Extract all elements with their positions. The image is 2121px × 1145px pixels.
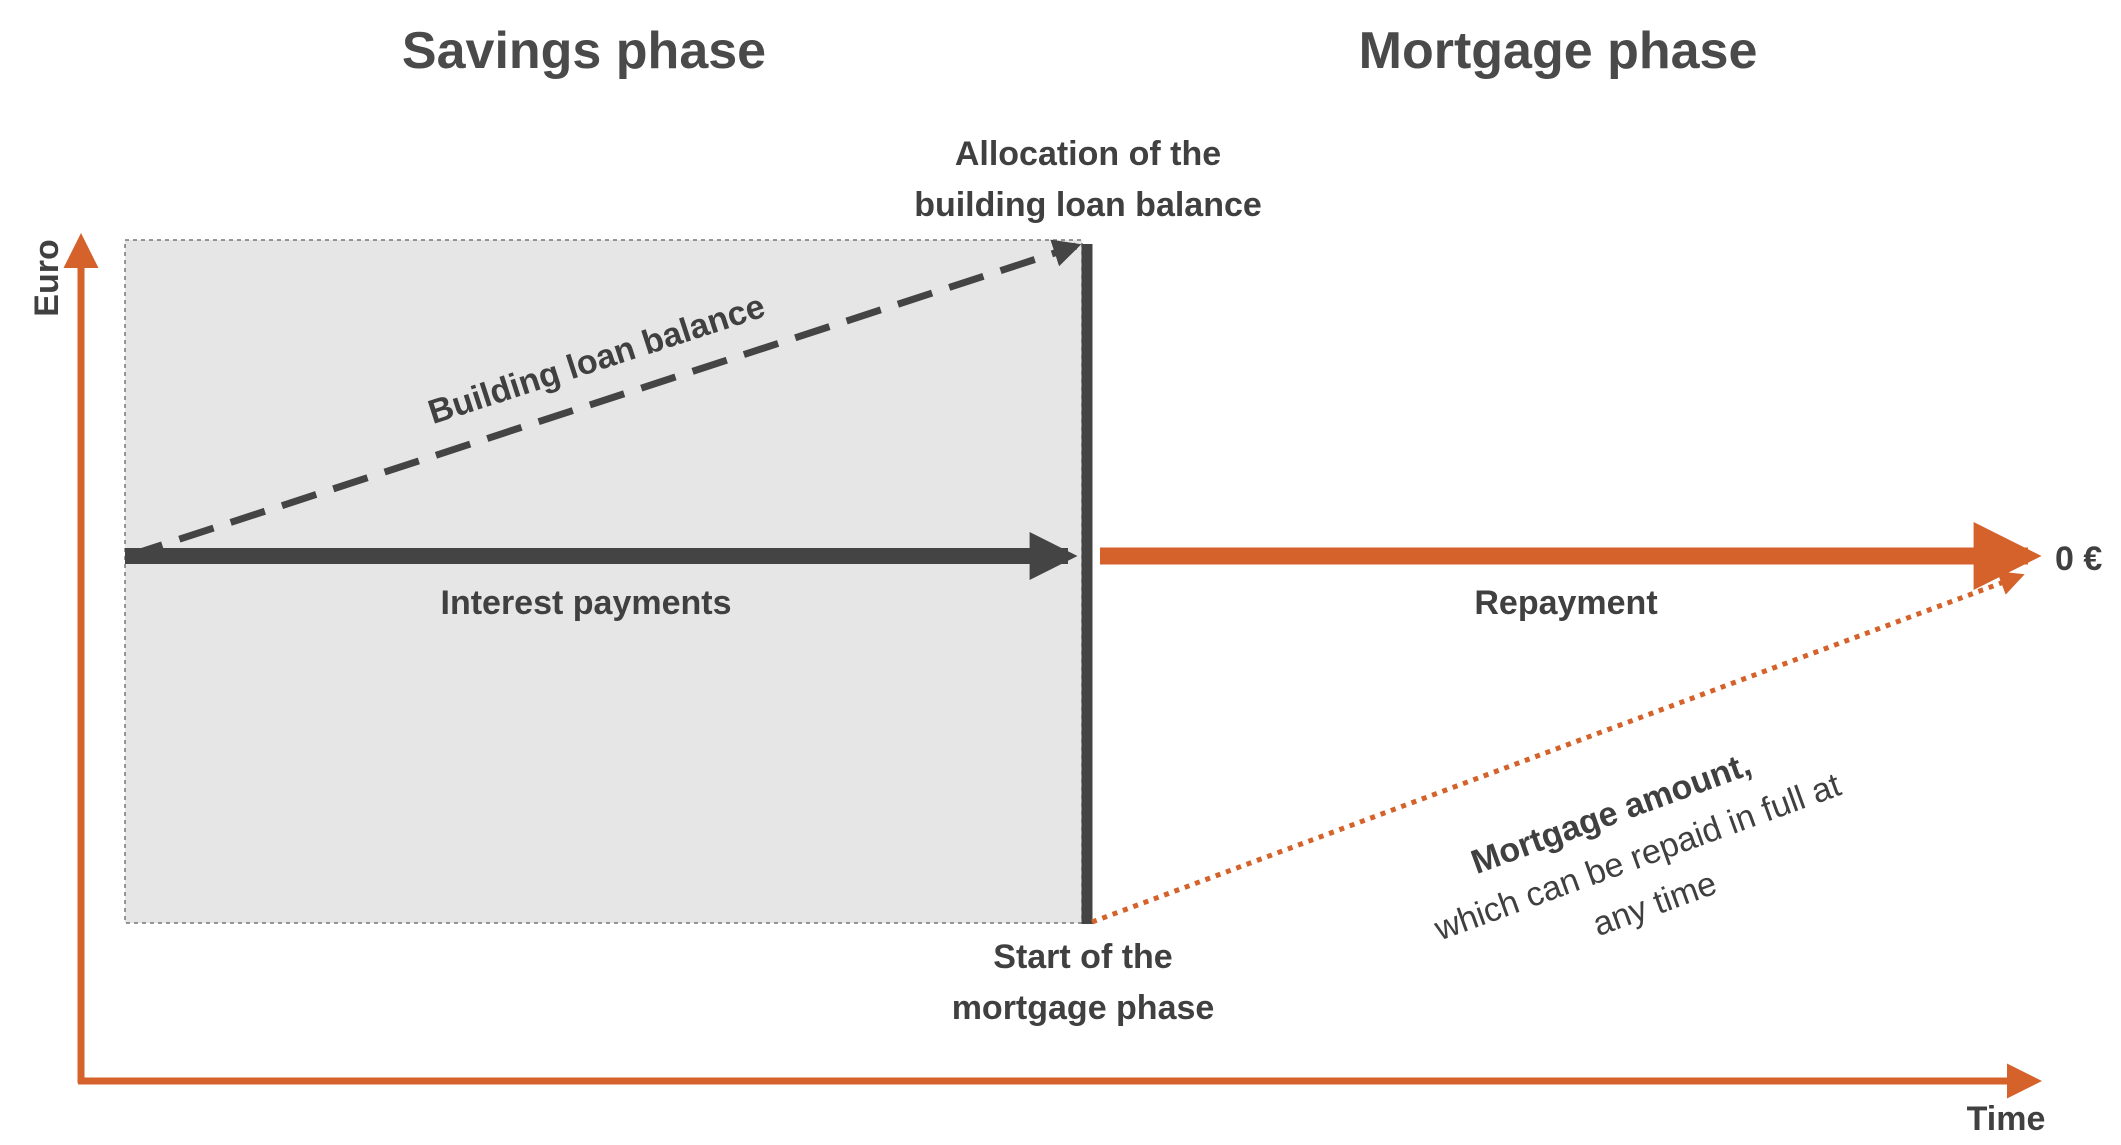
- allocation-label-line1: Allocation of the: [955, 135, 1221, 173]
- building-loan-balance-arrow: [126, 239, 1082, 560]
- interest-payments-label: Interest payments: [441, 584, 732, 622]
- mortgage-amount-arrow: [1091, 571, 2025, 925]
- zero-euro-label: 0 €: [2055, 540, 2102, 578]
- savings-phase-heading: Savings phase: [402, 22, 766, 80]
- repayment-label: Repayment: [1474, 584, 1657, 622]
- y-axis-label: Euro: [28, 239, 66, 316]
- x-axis-label: Time: [1967, 1100, 2046, 1138]
- mortgage-phase-heading: Mortgage phase: [1359, 22, 1758, 80]
- start-mortgage-label-line1: Start of the: [993, 938, 1172, 976]
- savings-phase-box: [124, 239, 1083, 924]
- mortgage-amount-label: Mortgage amount, which can be repaid in …: [1429, 745, 1847, 948]
- allocation-label-line2: building loan balance: [914, 186, 1262, 224]
- start-mortgage-label-line2: mortgage phase: [952, 989, 1215, 1027]
